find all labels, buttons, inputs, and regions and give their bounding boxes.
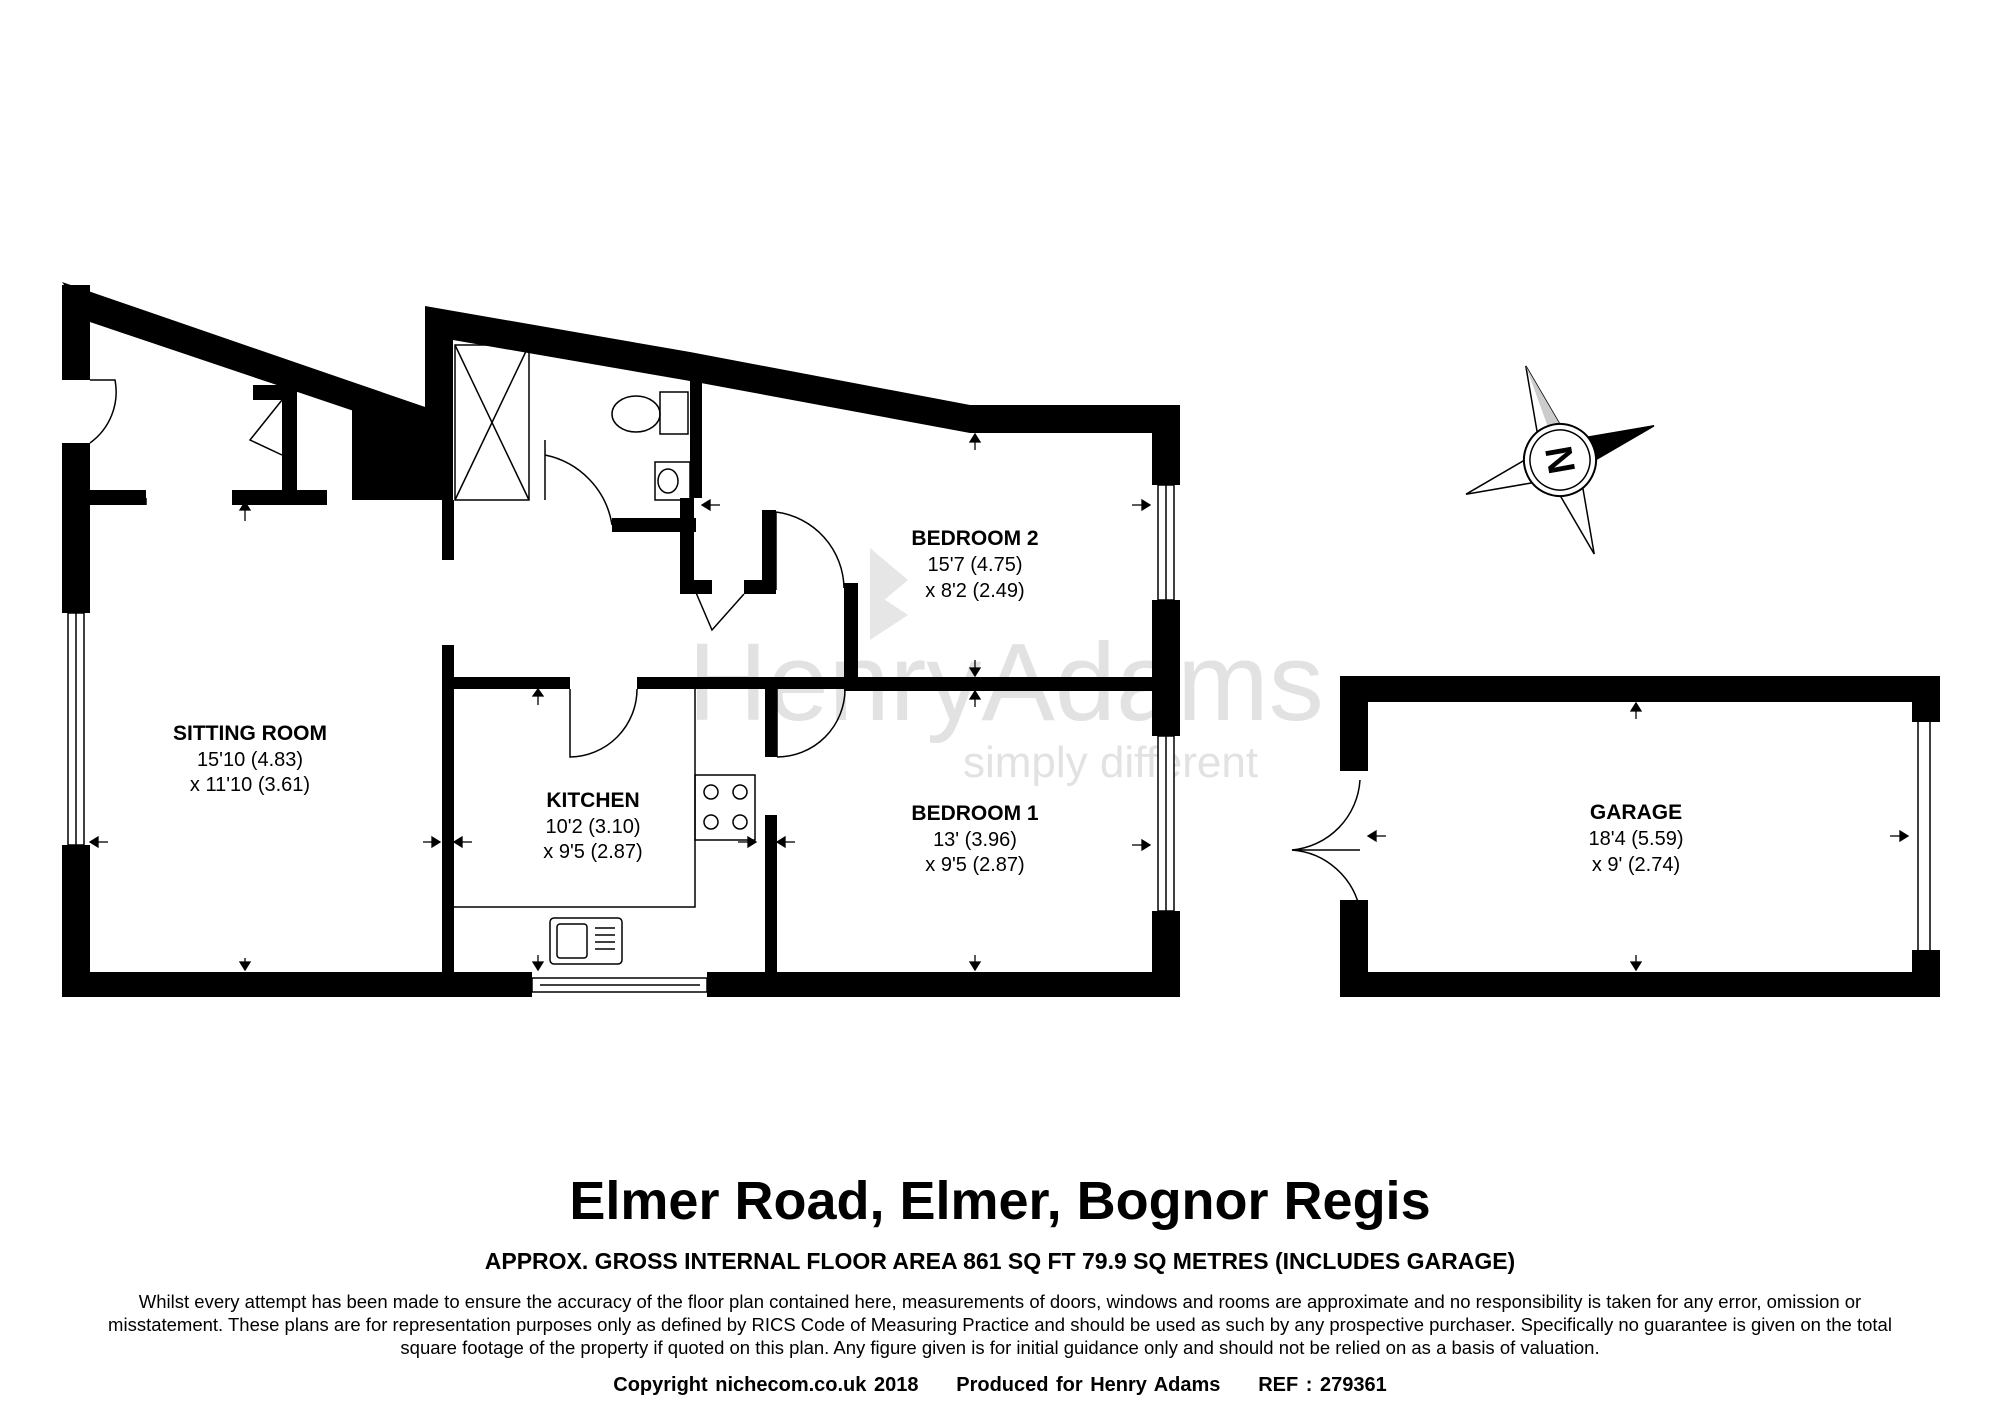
hob [694, 774, 756, 841]
room-dimension: 15'7 (4.75) [928, 554, 1023, 576]
cupboard-door [248, 399, 283, 456]
room-dimension: 15'10 (4.83) [197, 749, 303, 771]
copyright-footer: Copyright nichecom.co.uk 2018 Produced f… [613, 1374, 1387, 1396]
wash-basin [654, 461, 691, 501]
room-dimension: x 9'5 (2.87) [925, 854, 1024, 876]
room-name: BEDROOM 2 [911, 527, 1038, 550]
floor-area-subtitle: APPROX. GROSS INTERNAL FLOOR AREA 861 SQ… [484, 1248, 1516, 1274]
disclaimer-text: Whilst every attempt has been made to en… [108, 1291, 1892, 1358]
kitchen-worktop [454, 689, 696, 908]
room-dimension: x 9'5 (2.87) [543, 841, 642, 863]
room-bedroom-1: BEDROOM 1 13' (3.96) x 9'5 (2.87) [911, 802, 1039, 876]
fixtures [454, 344, 756, 965]
kitchen-sink [549, 917, 623, 965]
bathroom-door [544, 454, 613, 526]
room-dimension: x 9' (2.74) [1592, 854, 1680, 876]
measurement-arrows [88, 432, 1910, 972]
kitchen-door [569, 688, 638, 758]
bedroom-1-door [776, 688, 846, 758]
doors [89, 379, 1361, 911]
room-kitchen: KITCHEN 10'2 (3.10) x 9'5 (2.87) [543, 789, 642, 863]
room-bedroom-2: BEDROOM 2 15'7 (4.75) x 8'2 (2.49) [911, 527, 1038, 602]
room-name: KITCHEN [546, 789, 639, 812]
room-dimension: x 8'2 (2.49) [925, 580, 1024, 602]
garage-door-right [1291, 849, 1361, 911]
walls [62, 282, 1940, 997]
bedroom-2-door [775, 511, 845, 589]
room-dimension: 10'2 (3.10) [546, 816, 641, 838]
room-sitting-room: SITTING ROOM 15'10 (4.83) x 11'10 (3.61) [173, 722, 327, 796]
shower-tray [454, 344, 530, 501]
room-name: SITTING ROOM [173, 722, 327, 745]
toilet [611, 391, 689, 435]
room-name: GARAGE [1590, 801, 1682, 824]
garage-door-left [1291, 779, 1361, 851]
room-dimension: 18'4 (5.59) [1589, 828, 1684, 850]
room-name: BEDROOM 1 [911, 802, 1039, 825]
bath-cupboard-door [693, 587, 745, 632]
room-dimension: x 11'10 (3.61) [190, 774, 310, 796]
compass-rose-icon: N [1465, 365, 1655, 555]
room-garage: GARAGE 18'4 (5.59) x 9' (2.74) [1589, 801, 1684, 876]
room-labels: SITTING ROOM 15'10 (4.83) x 11'10 (3.61)… [173, 527, 1684, 876]
property-title: Elmer Road, Elmer, Bognor Regis [569, 1171, 1431, 1231]
entrance-door [89, 379, 117, 444]
windows [67, 484, 1931, 993]
room-dimension: 13' (3.96) [933, 829, 1017, 851]
watermark-tagline: simply different [963, 738, 1258, 787]
floor-plan: HenryAdams simply different [62, 282, 1940, 997]
